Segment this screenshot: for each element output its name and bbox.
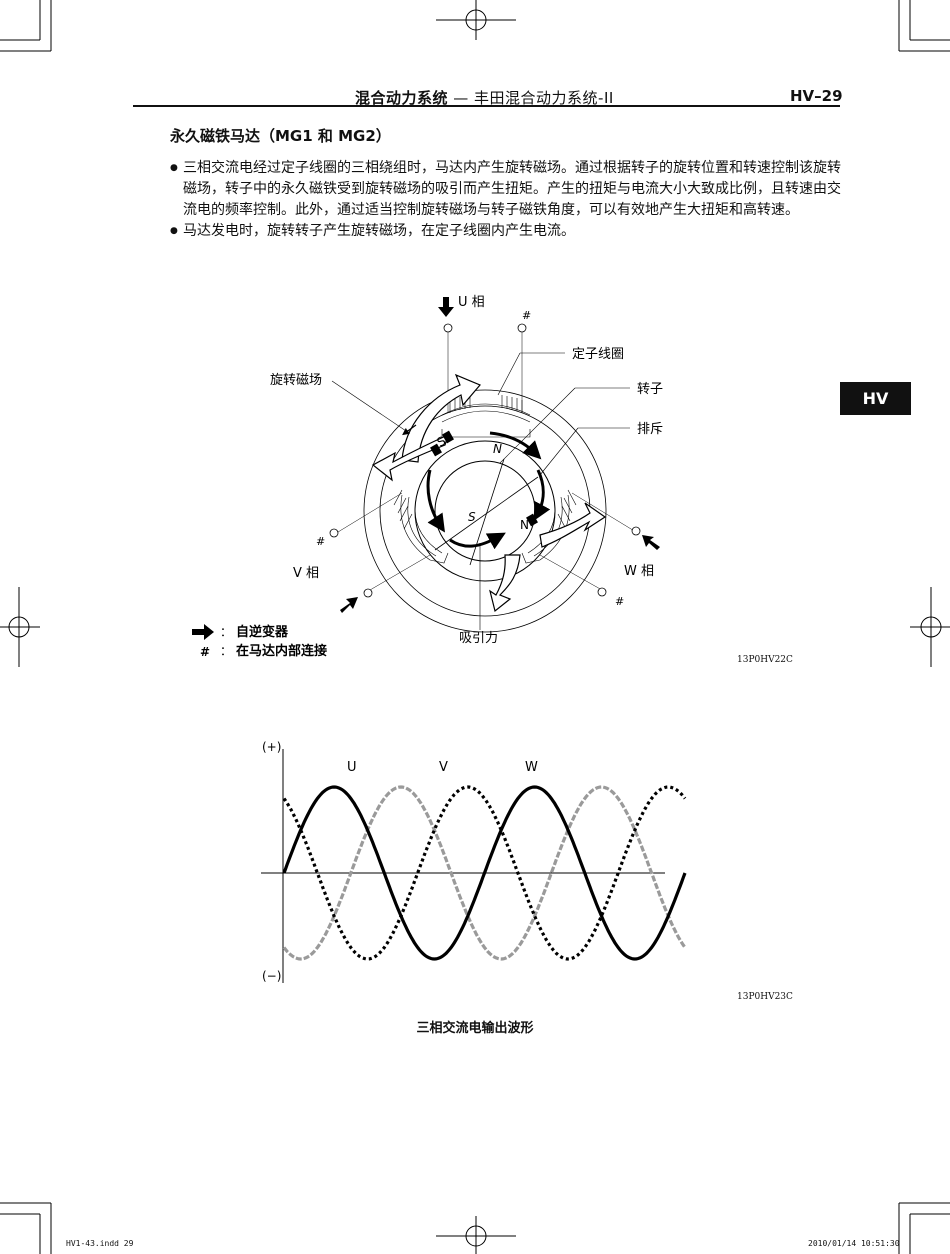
label-w-phase: W 相	[624, 564, 654, 579]
series-line-u	[282, 785, 687, 961]
footer-timestamp: 2010/01/14 10:51:30	[808, 1239, 900, 1248]
y-tick-minus: (−)	[262, 969, 281, 983]
figure-caption: 三相交流电输出波形	[416, 1021, 534, 1036]
label-u-phase: U 相	[458, 295, 485, 310]
series-line-v	[282, 785, 687, 961]
series-line-w	[282, 785, 687, 961]
field-arrow-left	[371, 433, 449, 482]
field-arrow-lower	[489, 554, 521, 613]
header-title: 混合动力系统 — 丰田混合动力系统-II	[355, 89, 614, 107]
inverter-arrow-u	[438, 297, 454, 317]
torque-arrow-left	[426, 469, 445, 533]
label-hash-v: #	[316, 535, 325, 548]
magnet-s-left	[430, 443, 442, 457]
label-stator-coil: 定子线圈	[572, 347, 624, 362]
footer-file: HV1-43.indd 29	[66, 1239, 134, 1248]
label-repulsion: 排斥	[637, 422, 663, 437]
rotor-inner	[434, 460, 536, 562]
series-label-w: W	[525, 760, 538, 775]
series-label-u: U	[347, 760, 357, 775]
label-attraction: 吸引力	[459, 631, 498, 646]
inverter-arrow-w	[642, 535, 660, 550]
magnet-n-bottom	[526, 513, 538, 527]
motor-diagram: S N S N U 相 # 定子线圈 旋转磁场 转子 排斥 # V 相 W 相 …	[192, 295, 663, 659]
magnet-s-top	[442, 430, 454, 444]
pole-n-upper: N	[493, 442, 502, 456]
label-v-phase: V 相	[293, 566, 319, 581]
section-tab-hv: HV	[840, 382, 911, 415]
figure-code: 13P0HV23C	[737, 992, 793, 1002]
waveform-chart: (+) (−) U V W	[261, 740, 687, 983]
bullet-list: 三相交流电经过定子线圈的三相绕组时，马达内产生旋转磁场。通过根据转子的旋转位置和…	[170, 158, 850, 242]
stator-coil-v	[393, 489, 449, 564]
inverter-arrow-v	[340, 597, 358, 613]
legend-hash: #	[200, 645, 210, 659]
torque-arrow-bottom	[449, 532, 506, 550]
figure-code: 13P0HV22C	[737, 655, 793, 665]
field-arrow-right	[539, 502, 607, 548]
bullet-item: 三相交流电经过定子线圈的三相绕组时，马达内产生旋转磁场。通过根据转子的旋转位置和…	[170, 158, 850, 221]
y-tick-plus: (+)	[262, 740, 281, 754]
legend-colon: ：	[220, 644, 232, 658]
torque-arrow-top	[489, 431, 542, 460]
inverter-arrows	[340, 297, 660, 613]
legend-colon: ：	[220, 625, 232, 639]
field-arrow-upper	[401, 373, 481, 463]
legend-inverter: 自逆变器	[236, 624, 289, 640]
stator-outer-ring	[363, 389, 607, 633]
legend-internal: 在马达内部连接	[236, 643, 327, 659]
rotor-outer	[414, 440, 556, 582]
pole-s-lower: S	[468, 510, 476, 524]
bullet-item: 马达发电时，旋转转子产生旋转磁场，在定子线圈内产生电流。	[170, 221, 850, 242]
label-hash-w: #	[615, 595, 624, 608]
stator-coil-u	[441, 395, 531, 438]
series-label-v: V	[439, 760, 448, 775]
header-rule	[133, 105, 840, 107]
torque-arrow-right	[533, 469, 551, 521]
pole-n-lower: N	[520, 518, 529, 532]
section-title: 永久磁铁马达（MG1 和 MG2）	[170, 127, 391, 145]
label-rotating-field: 旋转磁场	[270, 373, 322, 388]
legend-arrow-icon	[192, 624, 214, 640]
page-number: HV–29	[790, 87, 843, 105]
label-hash-u: #	[522, 309, 531, 322]
label-rotor: 转子	[637, 382, 663, 397]
